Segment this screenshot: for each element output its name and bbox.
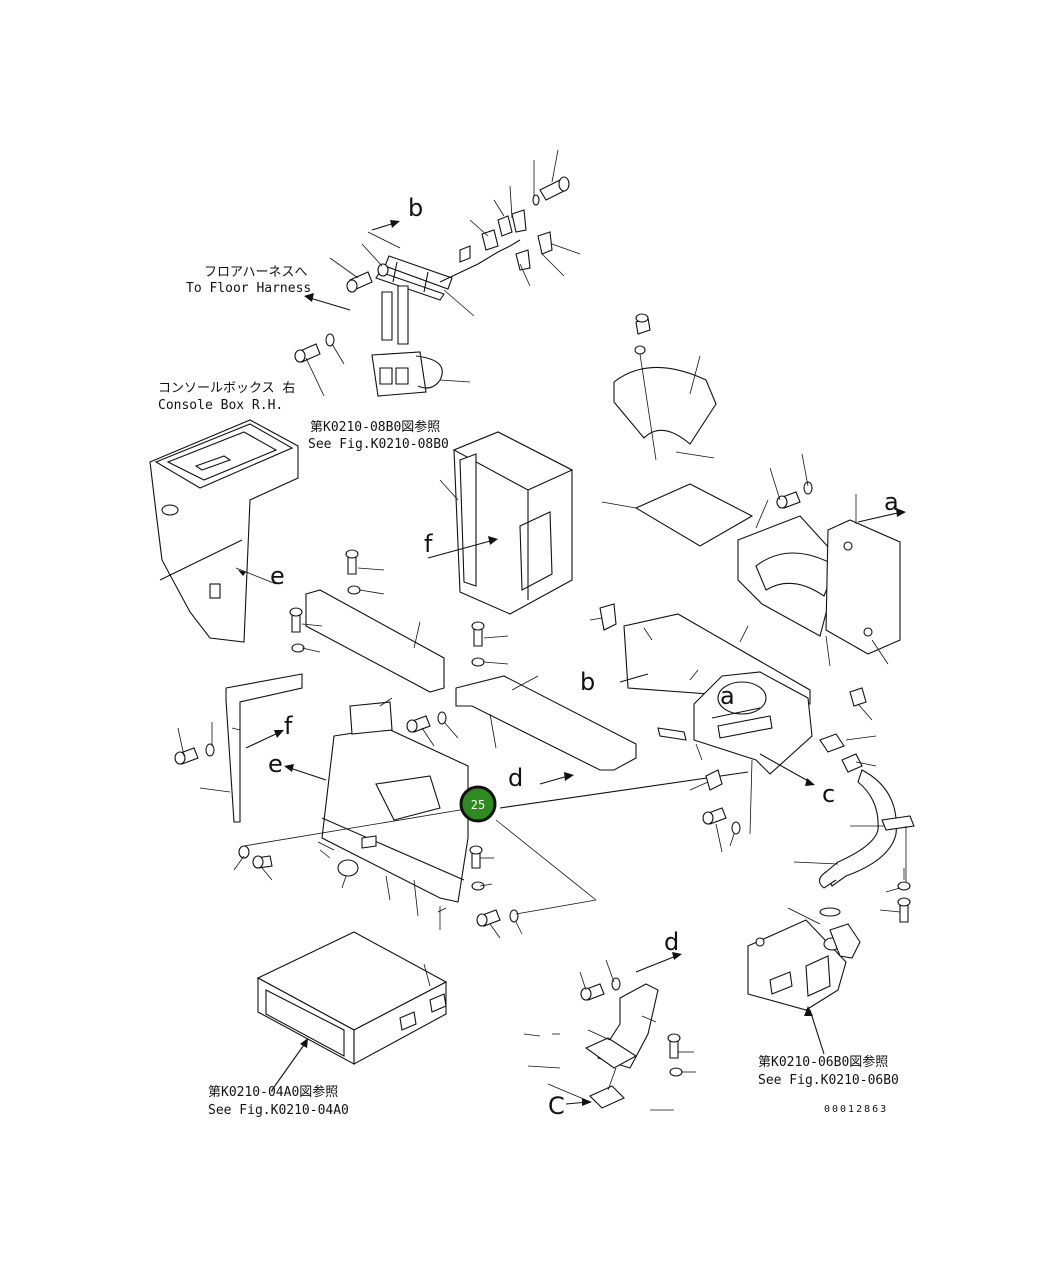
bolt-icon — [406, 711, 447, 733]
lower-bracket-group — [523, 952, 696, 1111]
bolt-icon — [294, 333, 335, 363]
connection-letter-f-center: f — [424, 530, 433, 558]
ref-04a0-label-jp: 第K0210-04A0図参照 — [208, 1084, 338, 1100]
bolt-icon — [238, 845, 273, 869]
bolt-icon — [469, 845, 485, 891]
drawing-number: 00012863 — [824, 1104, 888, 1115]
center-brackets — [174, 549, 815, 823]
connection-letter-e-left: e — [270, 562, 285, 590]
controller-box-04a0 — [256, 931, 448, 1091]
connection-letter-d-center: d — [508, 764, 523, 792]
connection-letter-f-left: f — [284, 712, 293, 740]
console-box-rh — [149, 419, 299, 643]
connection-letter-e-center: e — [268, 750, 283, 778]
ref-04a0-label-en: See Fig.K0210-04A0 — [208, 1103, 349, 1118]
connection-letter-b-top: b — [408, 194, 423, 222]
ref-06b0-label-jp: 第K0210-06B0図参照 — [758, 1054, 888, 1070]
duct-hose-parts — [689, 687, 915, 923]
bolt-icon — [289, 607, 305, 653]
right-upper-covers — [601, 313, 906, 667]
ref-08b0-label-jp: 第K0210-08B0図参照 — [310, 419, 440, 435]
bolt-icon — [471, 621, 485, 667]
connection-letter-b-right: b — [580, 668, 595, 696]
bolt-icon — [776, 481, 813, 509]
console-box-label-jp: コンソールボックス 右 — [158, 381, 295, 396]
bolt-icon — [667, 1033, 683, 1077]
connection-letter-c-bottom: C — [548, 1092, 565, 1120]
floor-harness-label-en: To Floor Harness — [186, 281, 311, 296]
ref-06b0-label-en: See Fig.K0210-06B0 — [758, 1073, 899, 1088]
connection-letter-a-right: a — [884, 488, 899, 516]
ref-08b0-label-en: See Fig.K0210-08B0 — [308, 437, 449, 452]
bolt-icon — [345, 549, 361, 595]
connection-letter-c-right: c — [822, 780, 835, 808]
callout-25[interactable]: 25 — [459, 785, 497, 823]
connection-letter-d-bottom: d — [664, 928, 679, 956]
bolt-icon — [532, 176, 570, 206]
heater-box-06b0 — [747, 907, 861, 1055]
bolt-icon — [634, 313, 651, 355]
top-harness-assembly — [294, 149, 581, 397]
relay-box-08b0 — [427, 431, 574, 615]
bolt-icon — [346, 263, 389, 293]
connection-letter-a-center: a — [720, 682, 735, 710]
bolt-icon — [174, 743, 215, 765]
callout-number: 25 — [471, 798, 485, 812]
bolt-icon — [702, 807, 741, 835]
bolt-icon — [476, 909, 519, 927]
console-box-label-en: Console Box R.H. — [158, 398, 283, 413]
floor-harness-label-jp: フロアハーネスへ — [204, 265, 307, 280]
